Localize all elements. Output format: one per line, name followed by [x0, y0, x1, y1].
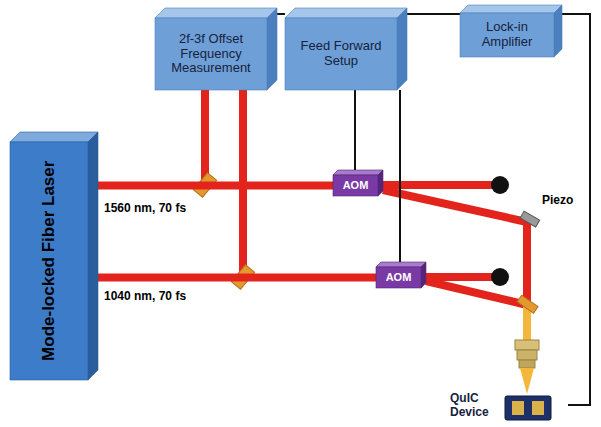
text-block: AOM	[386, 271, 412, 284]
equipment-box: Lock-in Amplifier	[460, 5, 562, 57]
beam	[426, 281, 527, 305]
focused-beam	[520, 368, 534, 394]
box-side	[554, 5, 562, 57]
device-chip: QuIC Device	[448, 388, 568, 424]
objective-part	[519, 360, 535, 368]
label-slot: Piezo	[542, 190, 573, 208]
text-face: 2f-3f Offset Frequency Measurement	[155, 18, 267, 90]
beam-label: 1560 nm, 70 fs	[104, 201, 186, 215]
box-side	[267, 8, 277, 90]
laser-beams	[205, 90, 527, 305]
laser-beam	[98, 274, 376, 282]
box-top	[376, 262, 426, 267]
beam	[383, 190, 527, 222]
text-face: Mode-locked Fiber Laser	[10, 142, 88, 380]
equipment-box: Feed Forward Setup	[285, 8, 407, 90]
beam-label: Piezo	[542, 193, 573, 207]
objective-part	[515, 340, 539, 350]
box-side	[421, 262, 426, 288]
equipment-box: 2f-3f Offset Frequency Measurement	[155, 8, 277, 90]
text-face: Lock-in Amplifier	[460, 13, 554, 57]
beam-label: 1040 nm, 70 fs	[104, 289, 186, 303]
text-block: Mode-locked Fiber Laser	[39, 149, 59, 373]
objective-part	[517, 350, 537, 360]
box-front	[155, 18, 267, 90]
box-top	[333, 170, 383, 175]
node-label: Feed Forward Setup	[289, 39, 393, 69]
box-side	[397, 8, 407, 90]
signal-wire	[399, 90, 401, 262]
box-front	[460, 13, 554, 57]
text-block: 2f-3f Offset Frequency Measurement	[159, 32, 263, 77]
node-label: 2f-3f Offset Frequency Measurement	[159, 32, 263, 77]
beam-block	[491, 176, 509, 194]
box-front	[333, 175, 378, 196]
text-face: AOM	[333, 175, 378, 196]
signal-wire	[354, 90, 356, 170]
text-block: Lock-in Amplifier	[464, 20, 550, 50]
label-slot: 1040 nm, 70 fs	[104, 286, 186, 304]
aom-box: AOM	[333, 170, 383, 196]
chip-body	[505, 396, 551, 420]
signal-wire	[277, 13, 285, 15]
chip-pad	[512, 401, 524, 415]
box-top	[10, 132, 98, 142]
text-face: AOM	[376, 267, 421, 288]
beam-block	[491, 268, 509, 286]
piezo-mirror	[520, 211, 540, 227]
node-label: Lock-in Amplifier	[464, 20, 550, 50]
dichroic-mirror	[517, 295, 538, 313]
box-side	[88, 132, 98, 380]
aom-box: AOM	[376, 262, 426, 288]
text-face: Feed Forward Setup	[285, 18, 397, 90]
node-label: AOM	[343, 179, 369, 192]
laser-beam	[98, 182, 333, 190]
text-block: Feed Forward Setup	[289, 39, 393, 69]
signal-wire	[562, 14, 590, 405]
box-top	[155, 8, 277, 18]
chip-pad	[532, 401, 544, 415]
box-front	[10, 142, 88, 380]
text-face: QuIC Device	[448, 388, 506, 424]
box-top	[285, 8, 407, 18]
label-slot: 1560 nm, 70 fs	[104, 198, 186, 216]
text-block: QuIC Device	[450, 392, 504, 420]
node-label: AOM	[386, 271, 412, 284]
signal-wire	[407, 13, 460, 15]
node-label: Mode-locked Fiber Laser	[39, 149, 59, 373]
laser-box: Mode-locked Fiber Laser	[10, 132, 98, 380]
box-side	[378, 170, 383, 196]
box-front	[376, 267, 421, 288]
text-block: AOM	[343, 179, 369, 192]
box-front	[285, 18, 397, 90]
box-top	[460, 5, 562, 13]
objective-lens	[515, 340, 539, 394]
node-label: QuIC Device	[450, 392, 504, 420]
beam	[523, 222, 531, 305]
beam	[201, 90, 209, 185]
